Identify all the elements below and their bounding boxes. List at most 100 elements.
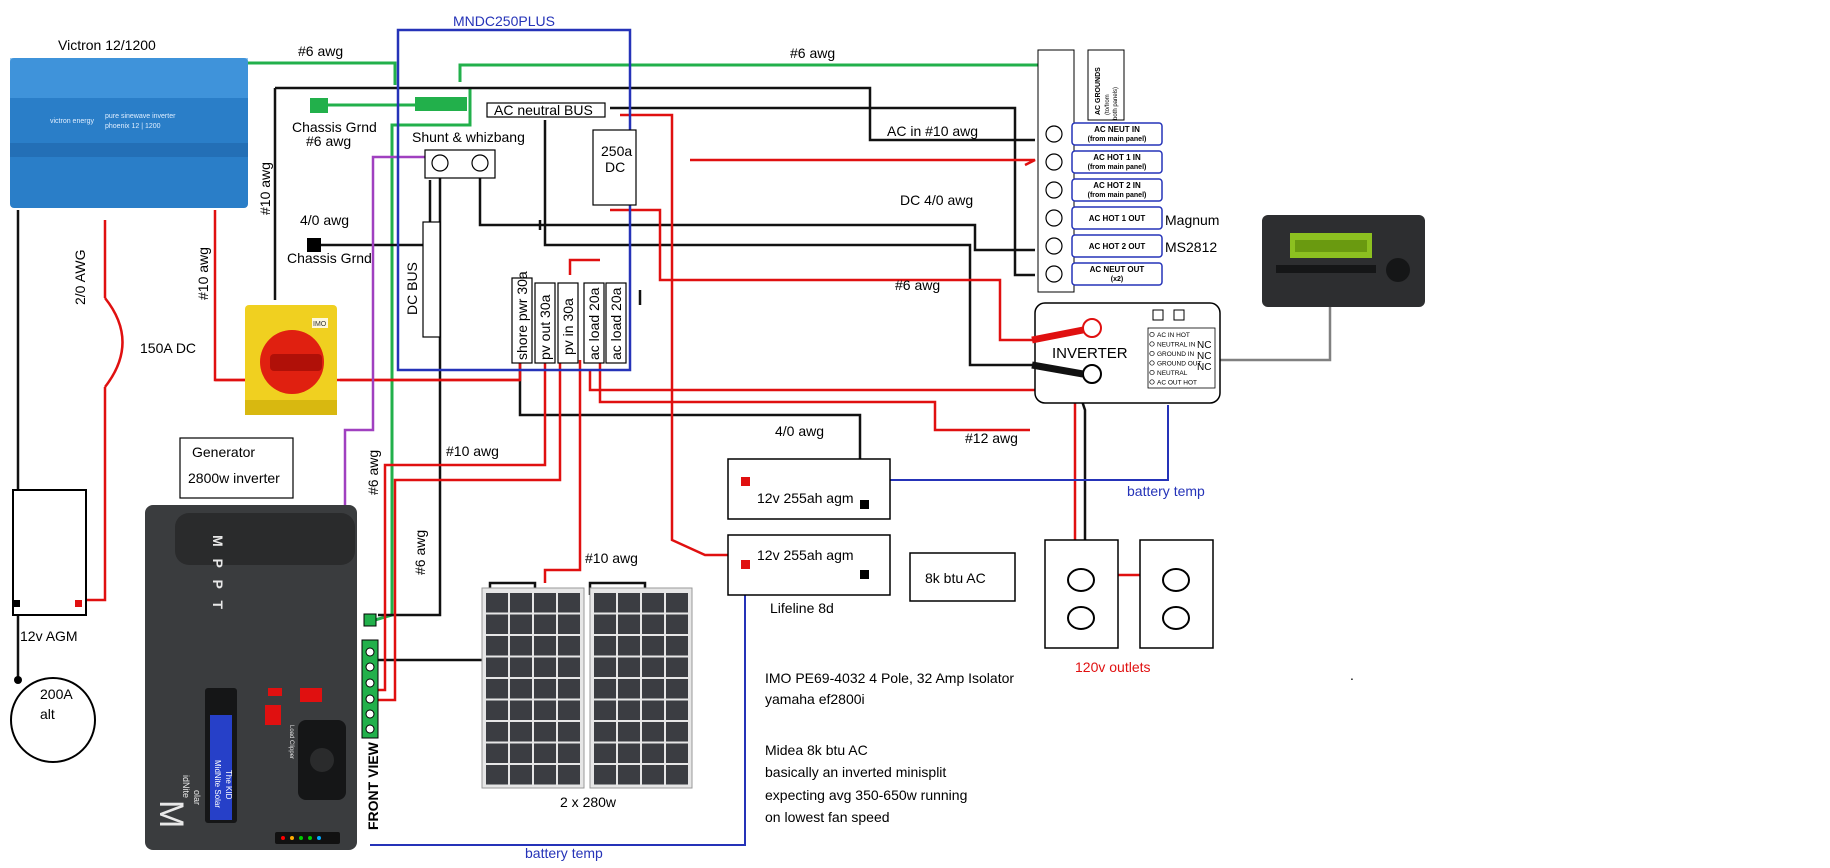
kid-logo-sub: olar	[192, 790, 202, 805]
victron-label: Victron 12/1200	[58, 37, 156, 53]
terminal-dot-icon	[1149, 360, 1155, 366]
awg20-label: 2/0 AWG	[72, 249, 88, 305]
solar-cell	[486, 679, 508, 699]
solar-cell	[558, 743, 580, 763]
solar-panel-2	[589, 587, 693, 789]
solar-cell	[534, 636, 556, 656]
battery-temp-1-label: battery temp	[1127, 483, 1205, 499]
solar-cell	[486, 765, 508, 785]
ac-neutral-bus-label: AC neutral BUS	[494, 102, 593, 118]
imo-isolator: IMO	[245, 305, 337, 415]
red-wires	[78, 113, 1140, 702]
solar-cell	[558, 593, 580, 613]
dc-bus-label: DC BUS	[404, 262, 420, 315]
battery-2-pos	[741, 560, 750, 569]
ac-terminal-row: AC HOT 2 OUT	[1045, 234, 1163, 258]
solar-cell	[642, 614, 664, 634]
solar-cell	[666, 722, 688, 742]
solar-cell	[534, 593, 556, 613]
ac-terminal-row: AC HOT 2 IN(from main panel)	[1045, 178, 1163, 202]
breaker-acload1	[583, 282, 605, 364]
breaker-pvout-label: pv out 30a	[537, 294, 553, 360]
fuse-150a	[104, 297, 124, 388]
terminal-label-box	[1071, 234, 1163, 258]
solar-cell	[486, 700, 508, 720]
solar-cell	[642, 679, 664, 699]
ac-grounds-sub2: both panels)	[1113, 87, 1119, 120]
solar-cell	[618, 700, 640, 720]
victron-inverter: victron energy pure sinewave inverter ph…	[10, 58, 248, 208]
ac-neutral-bus	[486, 102, 606, 118]
awg6-top-right: #6 awg	[790, 45, 835, 61]
magnum-remote	[1262, 215, 1425, 307]
alternator	[10, 677, 96, 763]
breaker-acload2-label: ac load 20a	[608, 287, 624, 360]
solar-cell	[534, 743, 556, 763]
dc-bus	[422, 221, 441, 338]
solar-cell	[618, 657, 640, 677]
inverter-terminal-label: AC IN HOT	[1157, 332, 1190, 339]
solar-cell	[534, 700, 556, 720]
solar-cell	[534, 614, 556, 634]
solar-cell	[666, 614, 688, 634]
mppt-controller: M P P T MidNite Solar The KID Load Clipp…	[145, 505, 357, 850]
solar-cell	[558, 679, 580, 699]
solar-cell	[594, 636, 616, 656]
green-bus-bar	[415, 97, 467, 111]
outlet-1	[1044, 539, 1119, 649]
solar-cell	[618, 679, 640, 699]
solar-cell	[618, 593, 640, 613]
solar-cell	[534, 679, 556, 699]
inverter-terminal-label: GROUND OUT	[1157, 361, 1201, 368]
solar-cell	[642, 636, 664, 656]
solar-cell	[510, 700, 532, 720]
mndc-title: MNDC250PLUS	[453, 13, 555, 29]
front-view-label: FRONT VIEW	[365, 741, 381, 830]
breaker-acload1-label: ac load 20a	[586, 287, 602, 360]
breaker-250a	[592, 129, 637, 206]
ac-terminal-row: AC HOT 1 IN(from main panel)	[1045, 150, 1163, 174]
breaker-pvin-label: pv in 30a	[560, 298, 576, 355]
terminal-label-box	[1071, 122, 1163, 146]
generator-box	[179, 437, 294, 499]
battery-1	[727, 458, 891, 520]
terminal-sub: (from main panel)	[1088, 192, 1147, 199]
solar-cell	[642, 657, 664, 677]
terminal-dot-icon	[1149, 379, 1155, 385]
solar-cell	[642, 765, 664, 785]
terminal-sub: (from main panel)	[1088, 136, 1147, 143]
load-clipper: Load Clipper	[288, 725, 294, 759]
solar-cell	[486, 743, 508, 763]
solar-cell	[486, 636, 508, 656]
awg12-label: #12 awg	[965, 430, 1018, 446]
solar-cell	[558, 636, 580, 656]
gen-inverter-label: 2800w inverter	[188, 470, 280, 486]
solar-cell	[510, 593, 532, 613]
green-wires	[248, 61, 1057, 622]
outlets-label: 120v outlets	[1075, 659, 1151, 675]
awg6-vert-1-label: #6 awg	[365, 450, 381, 495]
solar-cell	[618, 743, 640, 763]
chassis-grnd-2-label: Chassis Grnd	[287, 250, 372, 266]
dc-40-label: DC 4/0 awg	[900, 192, 973, 208]
solar-cell	[618, 722, 640, 742]
ac-terminal-row: AC HOT 1 OUT	[1045, 206, 1163, 230]
stray-dot: .	[1350, 667, 1354, 683]
terminal-dot-icon	[1149, 369, 1155, 376]
terminal-dot-icon	[1149, 350, 1155, 357]
inverter-terminal-label: AC OUT HOT	[1157, 380, 1197, 387]
terminal-dot-icon	[1149, 341, 1155, 347]
ac-in-label: AC in #10 awg	[887, 123, 978, 139]
terminal-name: AC HOT 1 IN	[1093, 153, 1141, 162]
solar-cell	[558, 700, 580, 720]
terminal-label-box	[1071, 206, 1163, 230]
lifeline-label: Lifeline 8d	[770, 600, 834, 616]
inverter-terminal-label: NEUTRAL IN	[1157, 342, 1196, 349]
solar-cell	[666, 679, 688, 699]
solar-cell	[486, 593, 508, 613]
solar-cell	[534, 765, 556, 785]
breaker-row: shore pwr 30a pv out 30a pv in 30a ac lo…	[511, 271, 627, 364]
alt-200a-label: 200A	[40, 686, 73, 702]
